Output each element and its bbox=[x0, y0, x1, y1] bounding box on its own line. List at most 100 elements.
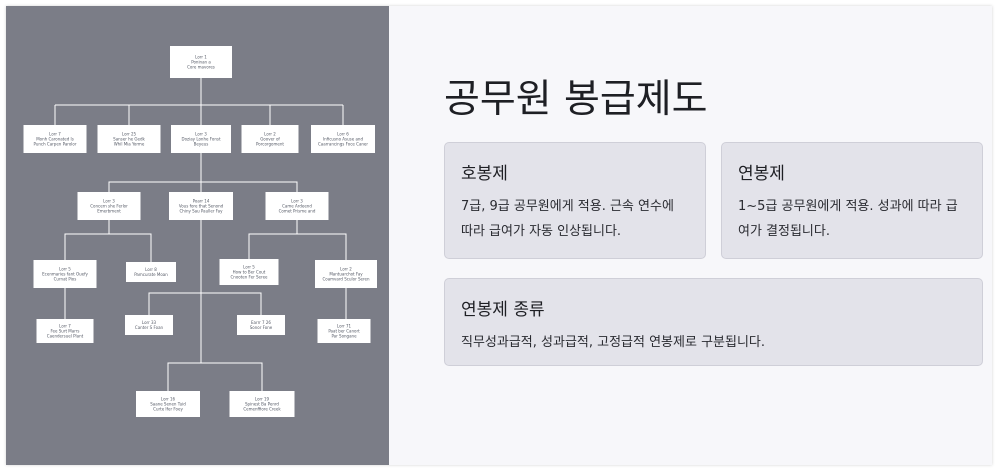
org-chart-node-box bbox=[265, 192, 329, 220]
org-chart-node-label: Lorr 71 bbox=[337, 323, 352, 328]
org-chart-node-label: Beyeus bbox=[194, 141, 209, 146]
org-chart-node-label: Lorr 3 bbox=[103, 198, 115, 203]
org-chart-node-label: Lorr 3 bbox=[195, 131, 207, 136]
card-body: 7급, 9급 공무원에게 적용. 근속 연수에 따라 급여가 자동 인상됩니다. bbox=[461, 199, 674, 239]
card-body: 직무성과급적, 성과급적, 고정급적 연봉제로 구분됩니다. bbox=[461, 335, 766, 350]
org-chart-node-label: Concern she Ferlor bbox=[90, 203, 128, 208]
org-chart-node-box bbox=[125, 315, 173, 335]
org-chart-node-box bbox=[317, 319, 371, 343]
slide-content: 공무원 봉급제도 호봉제 7급, 9급 공무원에게 적용. 근속 연수에 따라 … bbox=[389, 6, 992, 465]
org-chart-node-label: Came Ardeend bbox=[282, 203, 312, 208]
org-chart-node-label: Ecenmaries fant Ouefy bbox=[42, 271, 88, 276]
org-chart-node-box bbox=[241, 125, 299, 153]
org-chart-node-label: Poninan a bbox=[191, 59, 211, 64]
org-chart-node-label: Caarrancings Foce Caner bbox=[318, 141, 368, 146]
org-chart-node-label: Porcorgoment bbox=[256, 141, 284, 146]
card-title: 연봉제 bbox=[738, 164, 785, 184]
org-chart-connector bbox=[201, 292, 262, 315]
org-chart-node-box bbox=[23, 125, 87, 153]
org-chart-node-label: Lorr 1 bbox=[195, 54, 207, 59]
org-chart-node-label: Comet Prisme and bbox=[279, 208, 316, 213]
org-chart-node-label: Lorr 2 bbox=[264, 131, 276, 136]
org-chart-node-box bbox=[136, 391, 200, 417]
org-chart-node-label: Lorr 2 bbox=[340, 266, 352, 271]
org-chart-node-box bbox=[169, 192, 233, 220]
org-chart-node-label: Lorr 8 bbox=[145, 267, 157, 272]
org-chart-node-label: Sonor Fone bbox=[250, 325, 273, 330]
org-chart-node-label: Caendersuel Plant bbox=[47, 333, 84, 338]
org-chart-node-label: Lorr 19 bbox=[255, 396, 270, 401]
org-chart-node-box bbox=[77, 192, 141, 220]
org-chart-connector bbox=[297, 233, 347, 260]
org-chart-connector bbox=[201, 181, 298, 192]
org-chart-node-box bbox=[315, 260, 377, 288]
org-chart-connector bbox=[201, 362, 263, 391]
org-chart-node-label: Punch Carpen Parolor bbox=[33, 141, 76, 146]
card-title: 연봉제 종류 bbox=[461, 300, 545, 320]
card-yeonbong: 연봉제 1~5급 공무원에게 적용. 성과에 따라 급여가 결정됩니다. bbox=[721, 142, 983, 259]
org-chart-node-label: Saane Senen Tuid bbox=[150, 401, 186, 406]
org-chart-node-label: Emerbment bbox=[97, 208, 121, 213]
org-chart-node-label: Whil Mia Yorme bbox=[114, 141, 145, 146]
org-chart-node-box bbox=[170, 46, 232, 78]
org-chart-node-box bbox=[33, 260, 97, 288]
org-chart-node-label: Earrr 7 26 bbox=[251, 320, 271, 325]
org-chart-node-box bbox=[171, 125, 231, 153]
org-chart-node-label: Cemenffiore Creek bbox=[243, 406, 281, 411]
org-chart-connector bbox=[108, 181, 201, 192]
org-chart-node-label: Monh Caronated Is bbox=[36, 136, 74, 141]
org-chart-node-label: Lorr 6 bbox=[337, 131, 349, 136]
org-chart-node-label: Paat ber Canort bbox=[328, 328, 360, 333]
org-chart-connector bbox=[148, 220, 202, 315]
org-chart-node-box bbox=[126, 262, 176, 282]
org-chart-node-label: Cnooten Fer Seree bbox=[231, 274, 269, 279]
org-chart-node-label: How to Ber Cout bbox=[233, 269, 266, 274]
card-yeonbong-types: 연봉제 종류 직무성과급적, 성과급적, 고정급적 연봉제로 구분됩니다. bbox=[444, 278, 983, 366]
org-chart-connector bbox=[167, 293, 202, 391]
org-chart-node-label: Lorr 33 bbox=[142, 320, 157, 325]
org-chart-node-label: Core mavores bbox=[187, 64, 215, 69]
org-chart-node-label: Lorr 7 bbox=[49, 131, 61, 136]
org-chart-node-box bbox=[311, 125, 375, 153]
org-chart-node-label: Coamvard Sculor Seren bbox=[322, 276, 370, 281]
org-chart-connector bbox=[248, 220, 298, 259]
org-chart-node-label: Canter S Foan bbox=[135, 325, 164, 330]
org-chart-node-label: Chiny Sau Pauller Fay bbox=[180, 208, 224, 213]
org-chart-node-label: Lorr 5 bbox=[59, 266, 71, 271]
org-chart-node-label: Lorr 16 bbox=[161, 396, 176, 401]
org-chart-node-label: Vous fore that Senond bbox=[179, 203, 224, 208]
org-chart-node-label: Lorr 25 bbox=[122, 131, 137, 136]
org-chart-node-label: Curnat Pios bbox=[54, 276, 77, 281]
org-chart-node-label: Par Songane bbox=[331, 333, 357, 338]
org-chart-node-box bbox=[97, 125, 161, 153]
org-chart-node-label: Sanser he Gedk bbox=[113, 136, 145, 141]
org-chart-node-label: Mantuarchot Fay bbox=[329, 271, 363, 276]
org-chart-node-label: Fee Surt Marrs bbox=[50, 328, 79, 333]
org-chart-node-box bbox=[219, 259, 279, 285]
org-chart-connector bbox=[64, 220, 110, 260]
org-chart-node-label: Lorr 3 bbox=[291, 198, 303, 203]
org-chart-connector bbox=[109, 233, 152, 262]
org-chart-node-label: Curte Ifer Foey bbox=[153, 406, 183, 411]
